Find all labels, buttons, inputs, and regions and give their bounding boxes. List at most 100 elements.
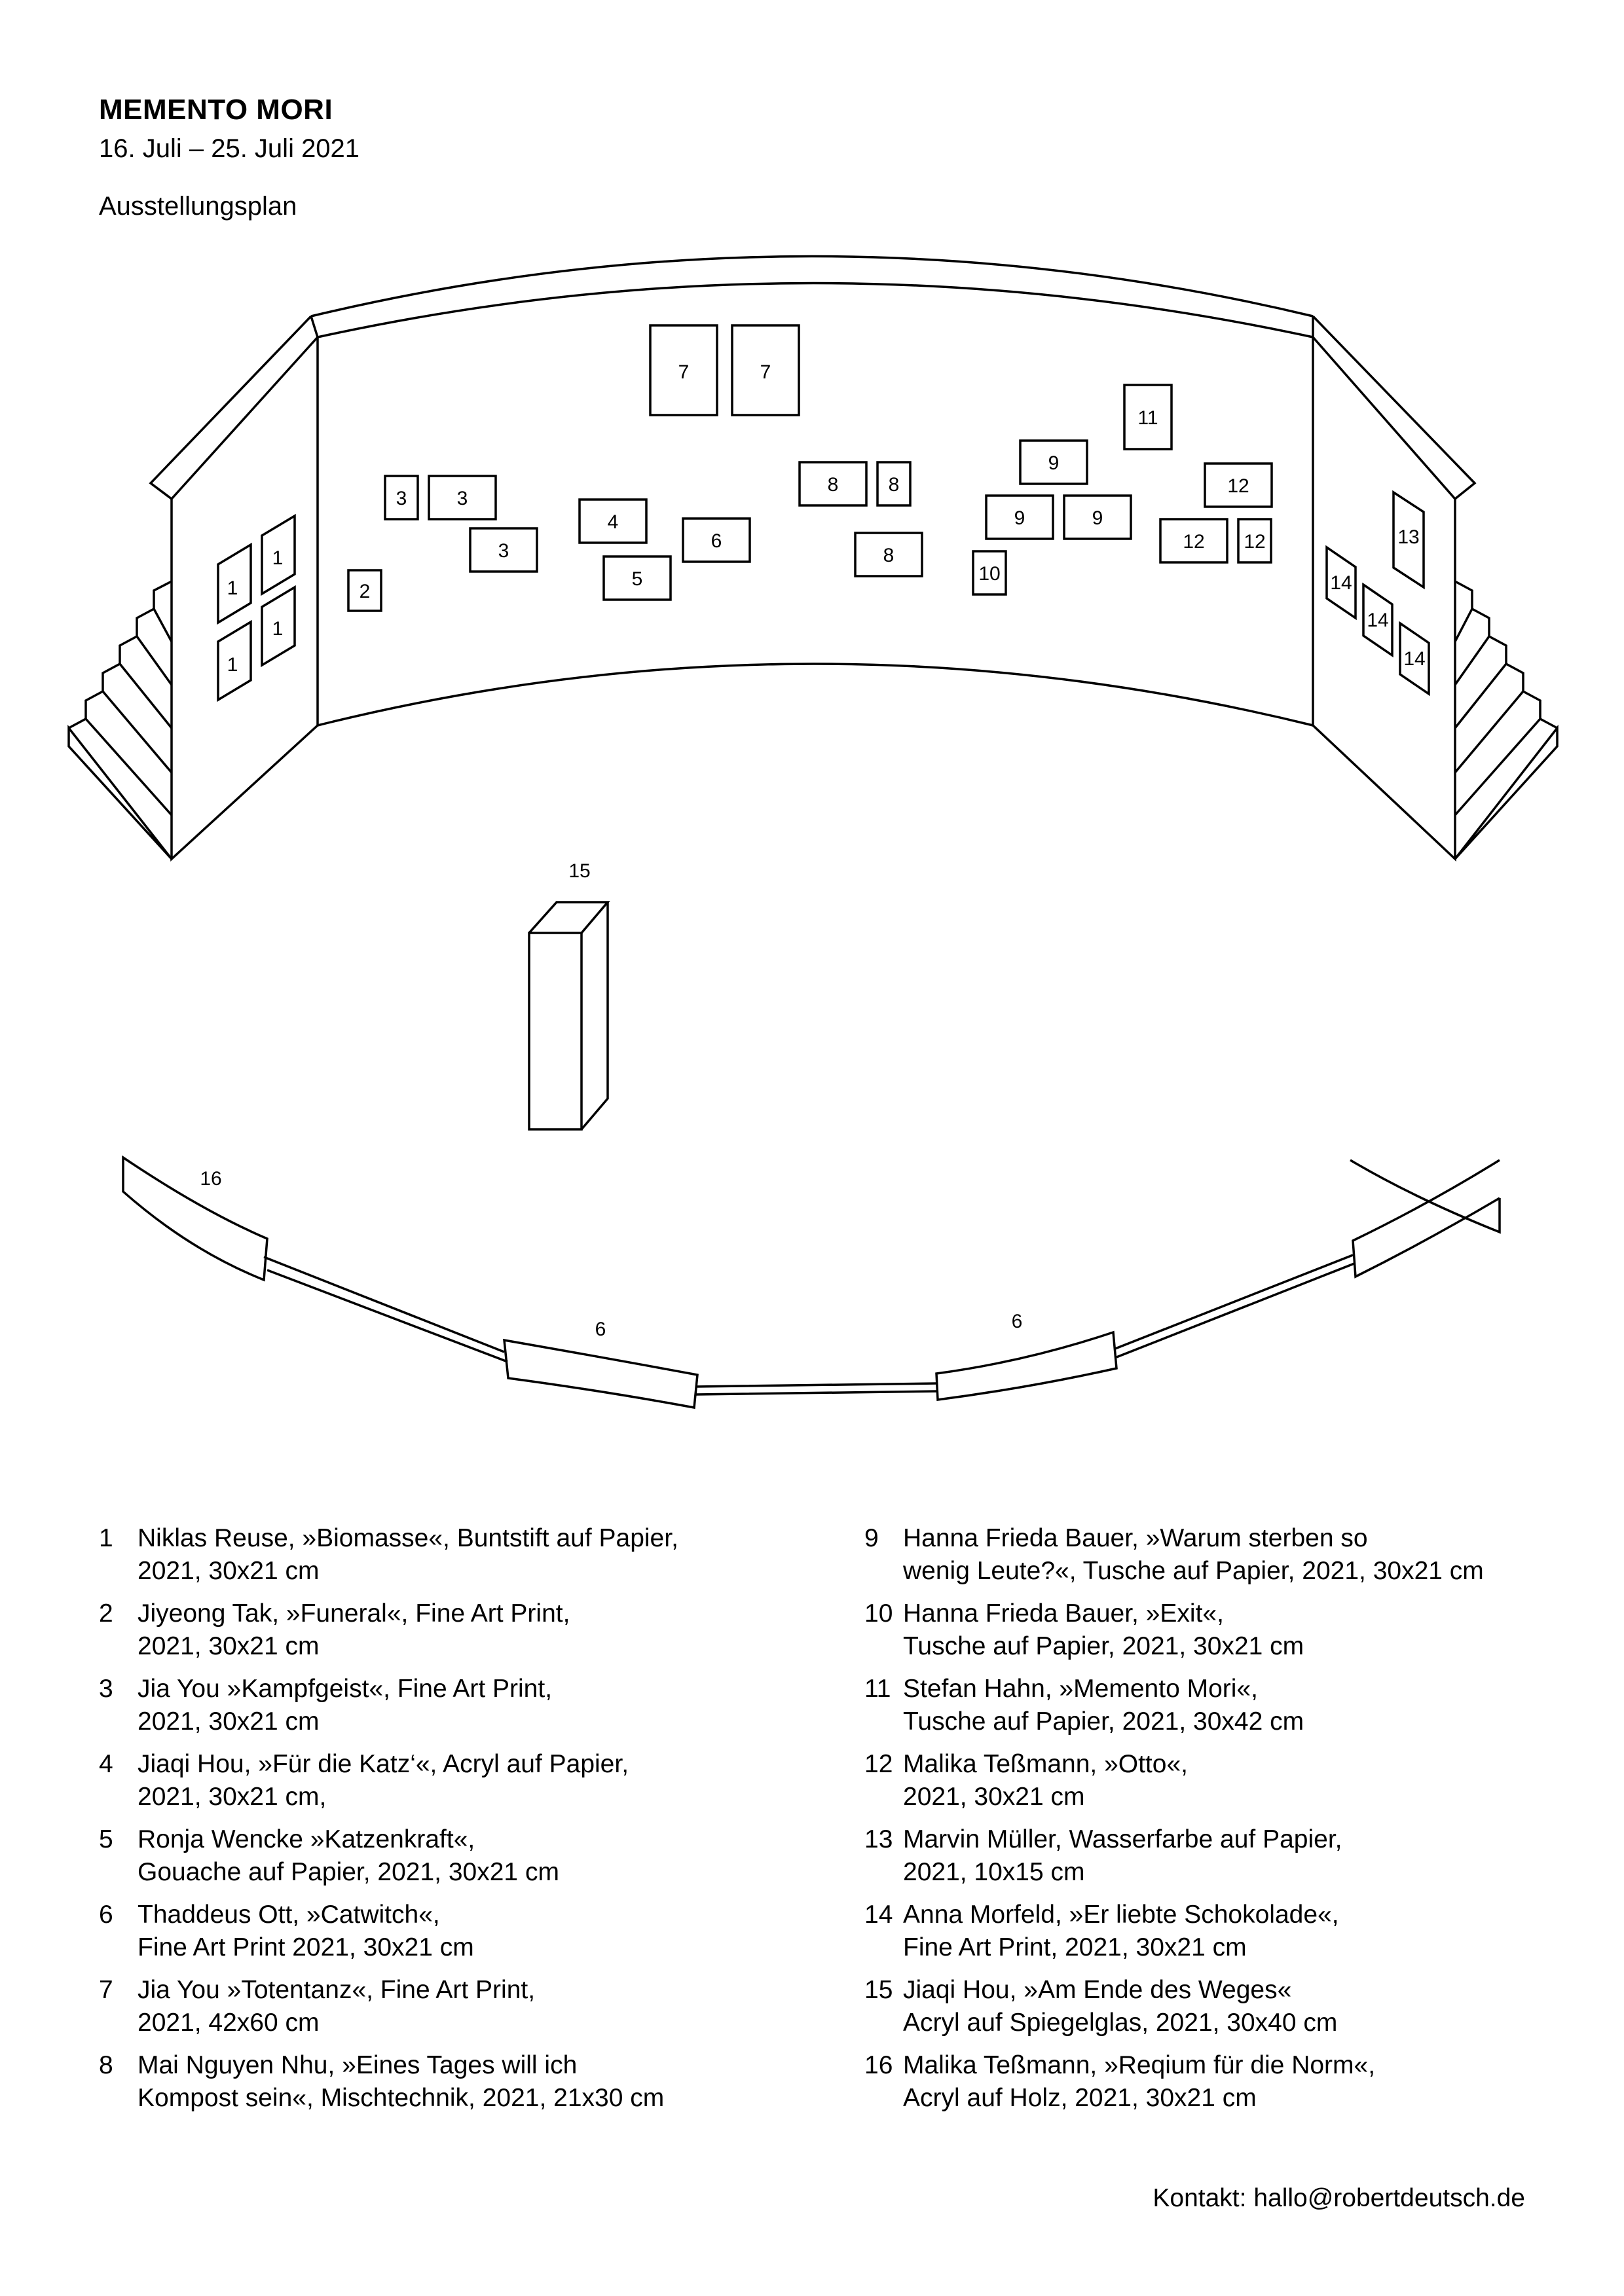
artwork-3b [428,475,497,520]
artwork-12a [1204,462,1273,508]
contact-info: Kontakt: hallo@robertdeutsch.de [1153,2184,1525,2212]
artwork-9b [985,494,1054,540]
artworks-14 [1325,545,1430,697]
legend-number: 6 [99,1901,113,1929]
label-artwork-3: 3 [457,488,468,509]
label-artwork-15: 15 [568,860,590,882]
label-artwork-6: 6 [1012,1311,1023,1332]
label-artwork-4: 4 [608,511,619,533]
label-artwork-12: 12 [1244,531,1265,553]
label-artwork-8: 8 [889,474,900,496]
legend-number: 8 [99,2051,113,2079]
artwork-3a [384,475,419,520]
label-artwork-9: 9 [1092,507,1103,529]
label-artwork-13: 13 [1397,526,1419,548]
left-side-wall [67,315,319,862]
artwork-11 [1123,384,1173,450]
legend-line: 2021, 30x21 cm, [138,1783,327,1811]
artwork-5 [602,555,672,601]
label-artwork-6: 6 [595,1319,606,1340]
label-artwork-1: 1 [227,577,238,599]
artwork-9c [1063,494,1132,540]
label-artwork-12: 12 [1227,475,1249,497]
legend-line: Acryl auf Spiegelglas, 2021, 30x40 cm [903,2009,1338,2037]
legend-line: 2021, 30x21 cm [138,1707,320,1736]
legend-line: Tusche auf Papier, 2021, 30x21 cm [903,1632,1304,1660]
legend-line: Tusche auf Papier, 2021, 30x42 cm [903,1707,1304,1736]
label-artwork-8: 8 [883,545,895,566]
legend-item: 1 Niklas Reuse, »Biomasse«, Buntstift auf… [99,1522,786,1588]
label-artwork-12: 12 [1183,531,1204,553]
artwork-7a [649,324,718,416]
label-artwork-10: 10 [978,563,1000,585]
legend-line: 2021, 30x21 cm [138,1632,320,1660]
label-artwork-9: 9 [1048,452,1060,474]
label-artwork-16: 16 [200,1168,221,1190]
artwork-3c [469,527,538,573]
label-artwork-14: 14 [1367,610,1388,631]
legend-line: Jiaqi Hou, »Für die Katz‘«, Acryl auf Pa… [138,1750,629,1778]
artwork-12b [1159,518,1228,564]
legend-line: Jiyeong Tak, »Funeral«, Fine Art Print, [138,1599,570,1628]
legend-left-column: 1 Niklas Reuse, »Biomasse«, Buntstift auf… [99,1522,786,2124]
label-artwork-8: 8 [828,474,839,496]
legend-line: 2021, 30x21 cm [138,1557,320,1585]
label-artwork-1: 1 [272,547,284,569]
artwork-7b [731,324,800,416]
right-side-wall [1312,315,1559,862]
legend-line: Thaddeus Ott, »Catwitch«, [138,1901,440,1929]
legend-number: 14 [864,1901,893,1929]
page-subtitle: Ausstellungsplan [99,192,297,221]
legend-line: Ronja Wencke »Katzenkraft«, [138,1825,475,1853]
legend-line: Marvin Müller, Wasserfarbe auf Papier, [903,1825,1342,1853]
label-artwork-6: 6 [711,530,722,552]
legend-number: 10 [864,1599,893,1628]
legend-line: Jia You »Totentanz«, Fine Art Print, [138,1976,536,2004]
artwork-8c [854,532,923,577]
back-wall [310,255,1314,727]
exhibition-dates: 16. Juli – 25. Juli 2021 [99,134,360,163]
legend-line: Hanna Frieda Bauer, »Warum sterben so [903,1524,1368,1552]
legend-number: 1 [99,1524,113,1552]
legend-line: Malika Teßmann, »Reqium für die Norm«, [903,2051,1376,2079]
legend-item: 3 Jia You »Kampfgeist«, Fine Art Print, 20… [99,1673,786,1738]
artwork-8b [876,461,912,507]
artwork-9a [1019,439,1088,485]
legend-line: Gouache auf Papier, 2021, 30x21 cm [138,1858,559,1886]
legend-number: 13 [864,1825,893,1853]
artwork-10 [972,550,1007,596]
legend-line: Niklas Reuse, »Biomasse«, Buntstift auf … [138,1524,678,1552]
legend-line: 2021, 30x21 cm [903,1783,1085,1811]
legend-line: Anna Morfeld, »Er liebte Schokolade«, [903,1901,1339,1929]
page-title: MEMENTO MORI [99,94,333,126]
label-artwork-9: 9 [1014,507,1025,529]
legend-line: 2021, 10x15 cm [903,1858,1085,1886]
label-artwork-1: 1 [227,654,238,676]
legend-number: 15 [864,1976,893,2004]
artwork-13 [1392,490,1425,590]
label-artwork-2: 2 [360,581,371,602]
legend-number: 3 [99,1675,113,1703]
label-artwork-3: 3 [396,488,407,509]
legend-line: Jiaqi Hou, »Am Ende des Weges« [903,1976,1292,2004]
artwork-12c [1237,518,1272,564]
artwork-6 [682,517,751,563]
label-artwork-1: 1 [272,618,284,640]
label-artwork-7: 7 [760,361,771,383]
legend-line: Jia You »Kampfgeist«, Fine Art Print, [138,1675,553,1703]
legend-line: Kompost sein«, Mischtechnik, 2021, 21x30… [138,2084,665,2112]
legend-number: 4 [99,1750,113,1778]
legend-line: Malika Teßmann, »Otto«, [903,1750,1188,1778]
legend-item: 15 Jiaqi Hou, »Am Ende des Weges« Acryl au… [864,1974,1559,2039]
legend-line: 2021, 42x60 cm [138,2009,320,2037]
label-artwork-14: 14 [1403,648,1425,670]
